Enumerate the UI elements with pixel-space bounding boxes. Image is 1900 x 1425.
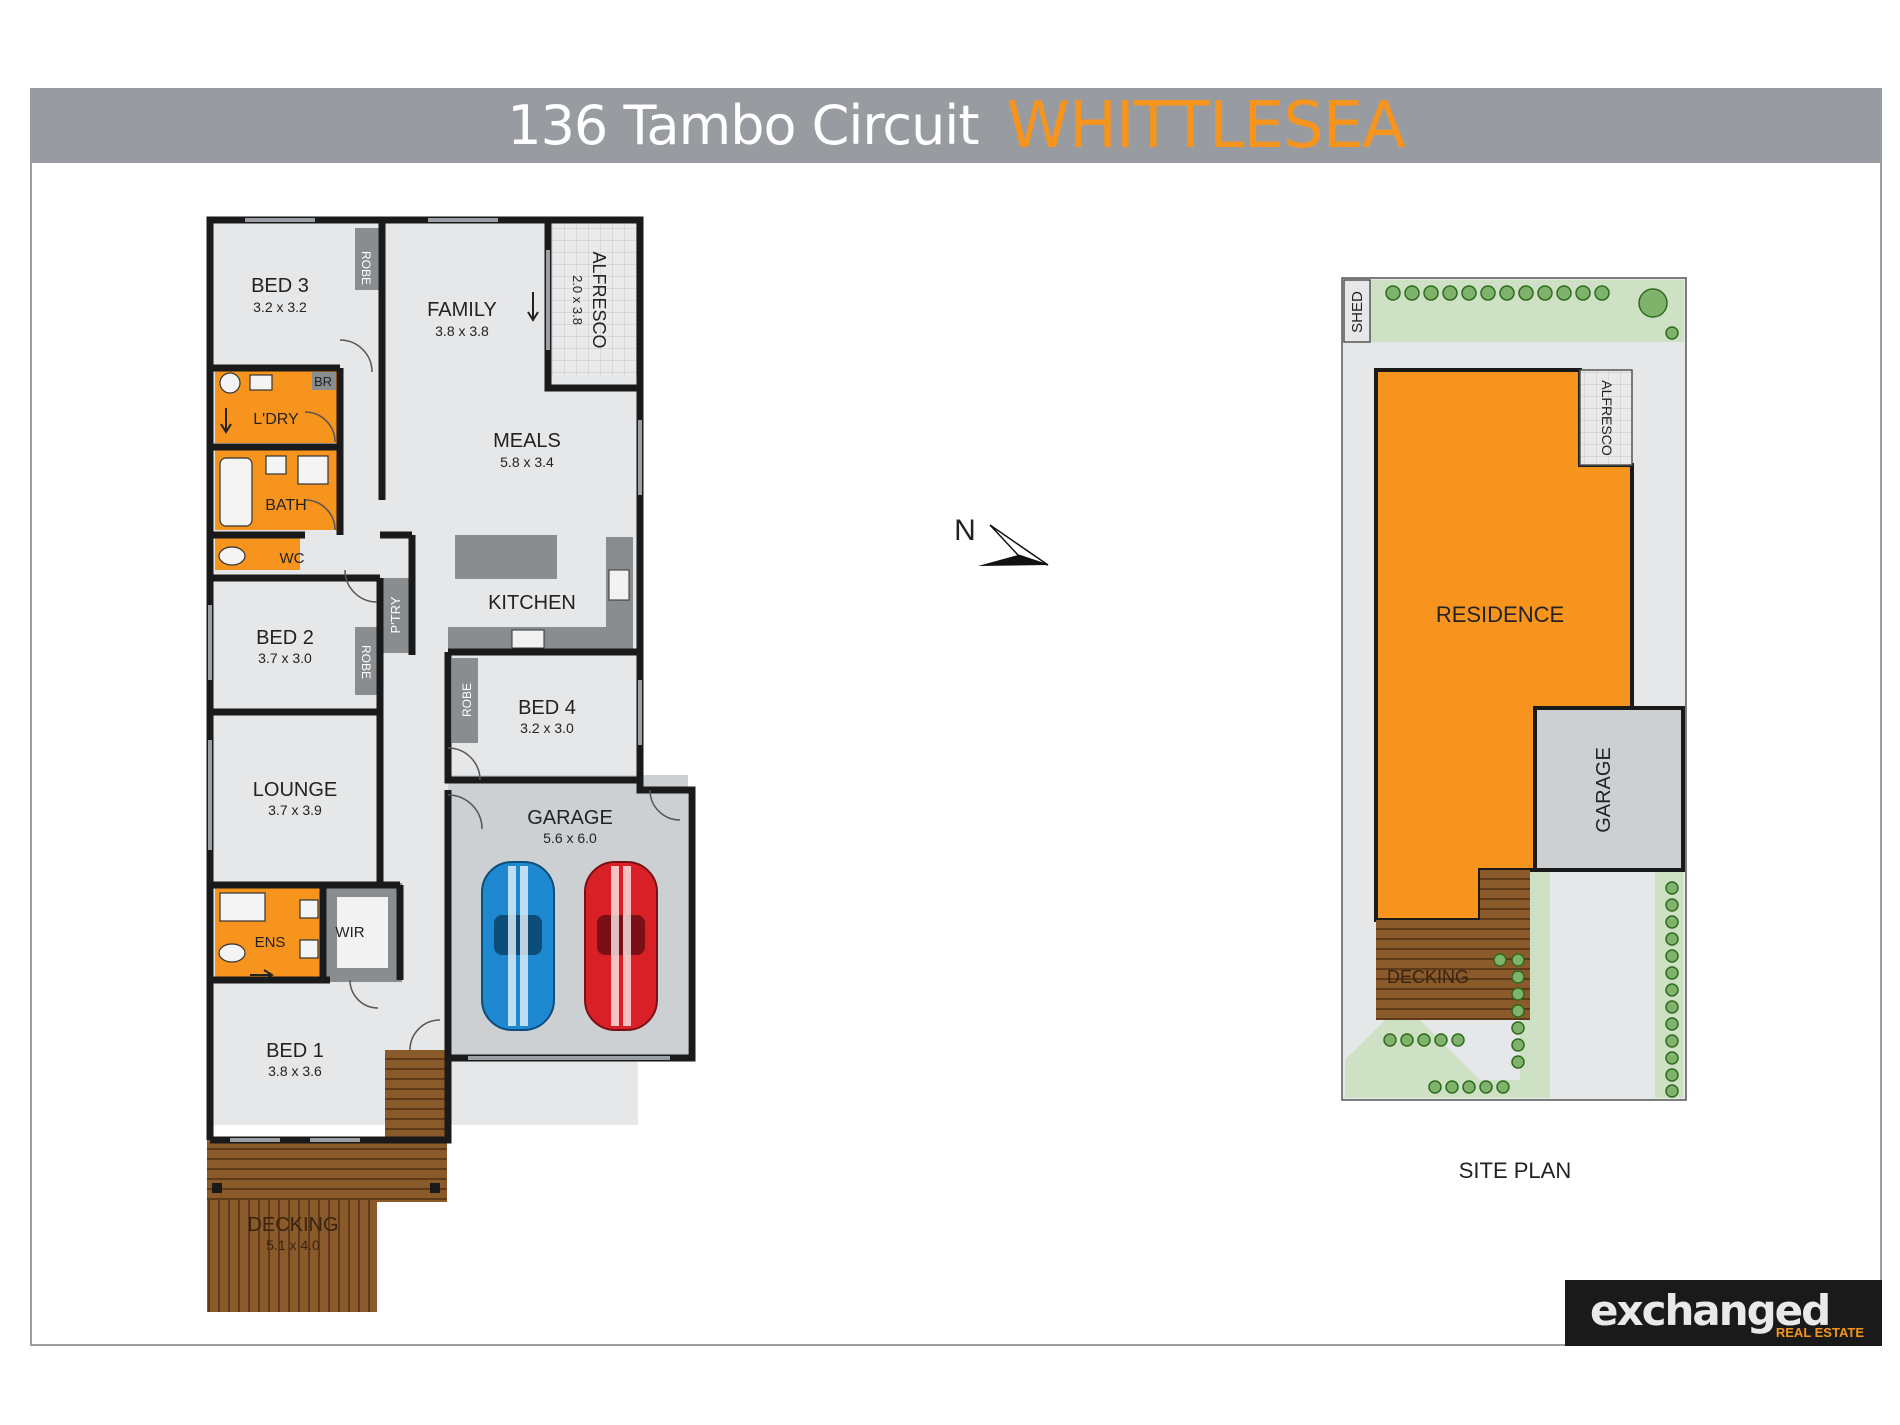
laundry-arrow — [220, 408, 232, 434]
alfresco-tiles — [548, 220, 638, 375]
entry-arrow — [527, 292, 539, 322]
label-pantry: P'TRY — [388, 596, 403, 633]
site-plan: SHED RESIDENCE ALFRESCO GARAGE DECKING — [1341, 277, 1687, 1183]
agency-logo: exchanged REAL ESTATE — [1565, 1280, 1882, 1346]
label-garage: GARAGE — [527, 807, 613, 829]
label-robe-bed2: ROBE — [359, 645, 373, 679]
logo-subtitle: REAL ESTATE — [1775, 1325, 1864, 1340]
label-bath: BATH — [265, 497, 306, 514]
pillar — [212, 1183, 222, 1193]
size-bed3: 3.2 x 3.2 — [253, 299, 307, 315]
label-robe-bed4: ROBE — [460, 683, 474, 717]
size-lounge: 3.7 x 3.9 — [268, 802, 322, 818]
door-swings — [304, 339, 681, 1051]
size-garage: 5.6 x 6.0 — [543, 830, 597, 846]
car-red — [584, 861, 658, 1031]
cooktop — [511, 629, 545, 649]
size-decking: 5.1 x 4.0 — [266, 1237, 320, 1253]
size-family: 3.8 x 3.8 — [435, 323, 489, 339]
walk-in-robe — [323, 883, 402, 982]
label-bed2: BED 2 — [256, 627, 314, 649]
robe-bed3 — [355, 228, 379, 290]
room-labels: BED 3 3.2 x 3.2 FAMILY 3.8 x 3.8 MEALS 5… — [247, 275, 612, 1253]
pantry-shelving — [382, 578, 410, 653]
site-garage — [1533, 706, 1685, 872]
north-compass: N — [954, 514, 1049, 566]
label-decking: DECKING — [247, 1214, 338, 1236]
site-alfresco — [1579, 369, 1633, 466]
label-kitchen: KITCHEN — [488, 592, 576, 614]
label-meals: MEALS — [493, 430, 561, 452]
linen-br — [312, 372, 336, 390]
size-bed4: 3.2 x 3.0 — [520, 720, 574, 736]
size-bed1: 3.8 x 3.6 — [268, 1063, 322, 1079]
size-bed2: 3.7 x 3.0 — [258, 650, 312, 666]
pillar — [430, 1183, 440, 1193]
title-banner: 136 Tambo Circuit WHITTLESEA — [30, 88, 1882, 163]
label-wir: WIR — [335, 924, 364, 941]
property-address: 136 Tambo Circuit — [507, 94, 979, 157]
size-alfresco: 2.0 x 3.8 — [570, 275, 585, 325]
car-blue — [481, 861, 555, 1031]
windows — [208, 218, 670, 1142]
decking-bottom — [207, 1200, 377, 1312]
shrubs — [1383, 285, 1679, 1098]
site-alfresco-label: ALFRESCO — [1599, 380, 1615, 456]
label-alfresco: ALFRESCO — [589, 251, 609, 348]
label-family: FAMILY — [427, 299, 497, 321]
floor-plan: BED 3 3.2 x 3.2 FAMILY 3.8 x 3.8 MEALS 5… — [206, 216, 696, 1312]
site-plan-title: SITE PLAN — [1459, 1158, 1571, 1183]
kitchen-sink — [608, 569, 630, 601]
label-bed3: BED 3 — [251, 275, 309, 297]
robe-bed4 — [452, 658, 478, 743]
size-meals: 5.8 x 3.4 — [500, 454, 554, 470]
shed — [1343, 279, 1371, 343]
compass-north-label: N — [954, 514, 976, 547]
site-decking — [1376, 870, 1530, 1020]
label-ensuite: ENS — [255, 934, 286, 951]
site-garage-label: GARAGE — [1593, 747, 1615, 833]
decking-top — [207, 1140, 447, 1202]
site-residence-label: RESIDENCE — [1436, 602, 1564, 627]
robe-bed2 — [355, 627, 379, 695]
kitchen-island — [455, 535, 557, 579]
logo-wordmark: exchanged — [1590, 1286, 1831, 1335]
label-wc: WC — [280, 550, 305, 567]
label-br: BR — [314, 374, 332, 389]
fixtures — [218, 372, 329, 963]
label-bed1: BED 1 — [266, 1040, 324, 1062]
site-decking-label: DECKING — [1387, 967, 1469, 987]
label-robe-bed3: ROBE — [359, 251, 373, 285]
label-laundry: L'DRY — [253, 411, 299, 428]
site-shed-label: SHED — [1349, 291, 1366, 333]
ensuite-arrow — [250, 969, 274, 981]
label-lounge: LOUNGE — [253, 779, 337, 801]
label-bed4: BED 4 — [518, 697, 576, 719]
property-suburb: WHITTLESEA — [1006, 88, 1406, 163]
